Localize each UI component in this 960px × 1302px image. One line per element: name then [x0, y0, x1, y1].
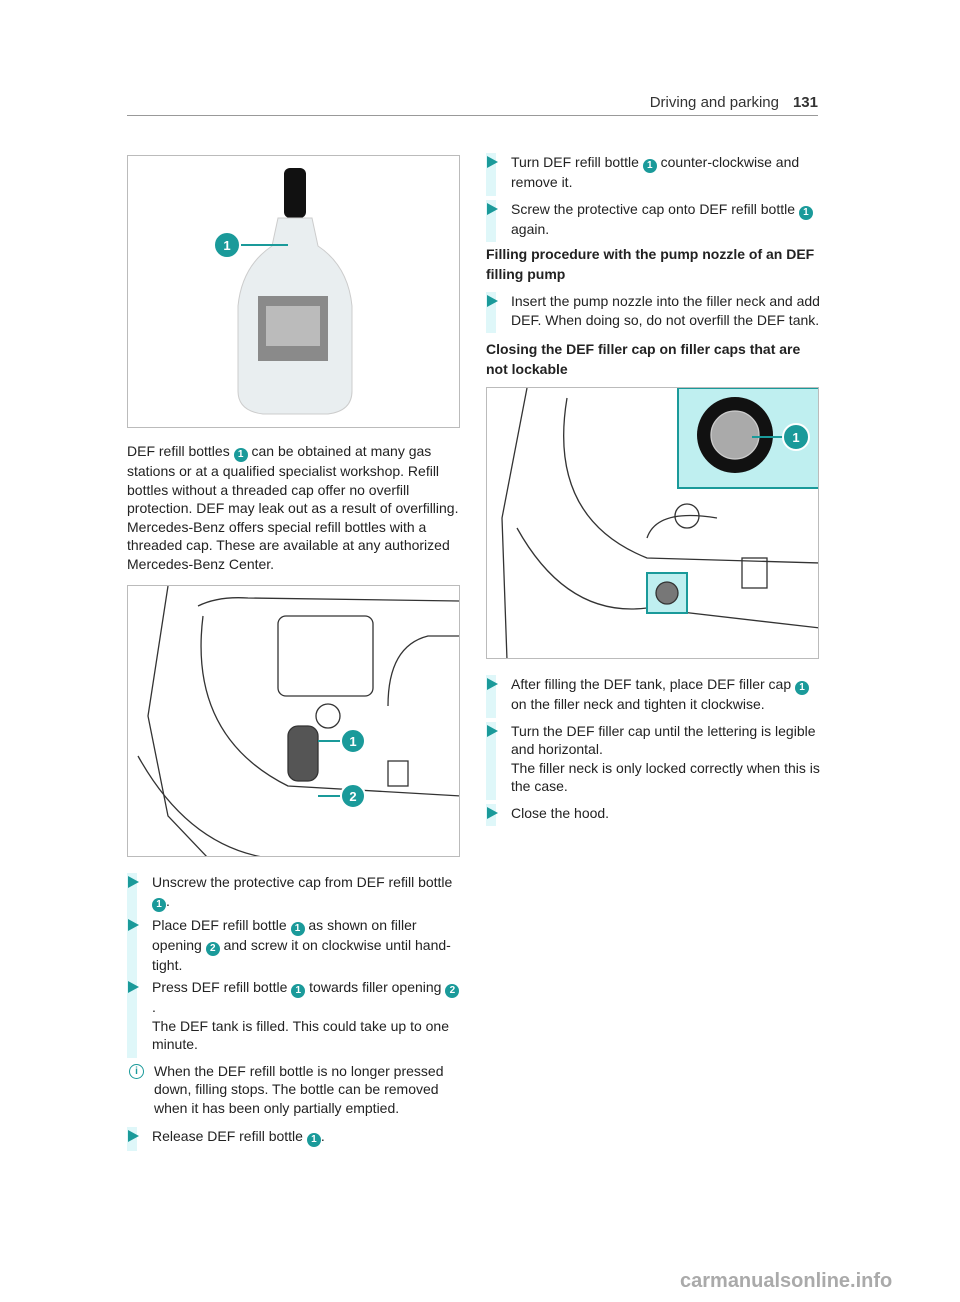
callout-1: 1 — [349, 734, 356, 749]
step-arrow-icon — [487, 678, 498, 690]
right-steps: After filling the DEF tank, place DEF fi… — [486, 675, 820, 826]
callout-2: 2 — [349, 789, 356, 804]
step-arrow-icon — [128, 981, 139, 993]
step-close-hood: Close the hood. — [486, 803, 820, 826]
step-arrow-icon — [128, 918, 139, 931]
step-arrow-icon — [487, 202, 498, 215]
left-steps: Unscrew the protective cap from DEF refi… — [127, 873, 461, 1151]
header-rule — [127, 115, 818, 116]
callout-badge: 1 — [152, 897, 166, 912]
step-arrow-icon — [487, 156, 498, 168]
step-release-bottle: Release DEF refill bottle 1. — [127, 1127, 461, 1151]
step-arrow-icon — [128, 876, 139, 888]
step-turn-cap: Turn the DEF filler cap until the letter… — [486, 721, 820, 800]
figure-filler-cap: 1 — [486, 387, 819, 659]
callout-badge: 2 — [445, 984, 460, 998]
callout-badge: 1 — [290, 921, 305, 936]
right-column: Turn DEF refill bottle 1 counter-clockwi… — [486, 153, 820, 826]
filler-cap-illustration: 1 — [501, 388, 818, 658]
heading-closing-cap: Closing the DEF filler cap on filler cap… — [486, 341, 801, 377]
step-arrow-icon — [487, 806, 498, 819]
intro-paragraph: DEF refill bottles 1 can be obtained at … — [127, 443, 459, 572]
step-screw-cap: Screw the protective cap onto DEF refill… — [486, 199, 820, 242]
figure-filler-opening: 1 2 — [127, 585, 460, 857]
step-unscrew-cap: Unscrew the protective cap from DEF refi… — [127, 873, 461, 915]
section-title: Driving and parking — [649, 94, 779, 111]
running-header: Driving and parking 131 — [650, 94, 818, 113]
step-press-bottle: Press DEF refill bottle 1 towards filler… — [127, 978, 461, 1057]
callout-badge: 1 — [291, 984, 306, 998]
figure-def-refill-bottle: 1 — [127, 155, 460, 428]
engine-bay-illustration: 1 2 — [137, 586, 459, 856]
callout-1: 1 — [792, 430, 799, 445]
callout-badge: 1 — [306, 1133, 321, 1147]
callout-badge: 1 — [798, 205, 813, 220]
step-arrow-icon — [487, 295, 498, 307]
callout-1: 1 — [223, 238, 230, 253]
step-turn-bottle: Turn DEF refill bottle 1 counter-clockwi… — [486, 153, 820, 195]
callout-badge: 1 — [233, 448, 248, 462]
step-arrow-icon — [487, 724, 498, 737]
bottle-illustration: 1 — [213, 168, 353, 415]
step-place-cap: After filling the DEF tank, place DEF fi… — [486, 675, 820, 717]
page-number: 131 — [792, 94, 818, 111]
info-icon: i — [129, 1063, 144, 1079]
heading-pump-nozzle: Filling procedure with the pump nozzle o… — [486, 246, 815, 282]
callout-badge: 2 — [205, 941, 220, 956]
left-column: 1 DEF refill bottles 1 can be obtained a… — [127, 155, 461, 1151]
step-arrow-icon — [128, 1130, 139, 1142]
watermark: carmanualsonline.info — [680, 1270, 893, 1292]
step-place-bottle: Place DEF refill bottle 1 as shown on fi… — [127, 915, 461, 978]
callout-badge: 1 — [642, 159, 657, 173]
step-insert-nozzle: Insert the pump nozzle into the filler n… — [486, 292, 820, 333]
callout-badge: 1 — [795, 681, 809, 695]
